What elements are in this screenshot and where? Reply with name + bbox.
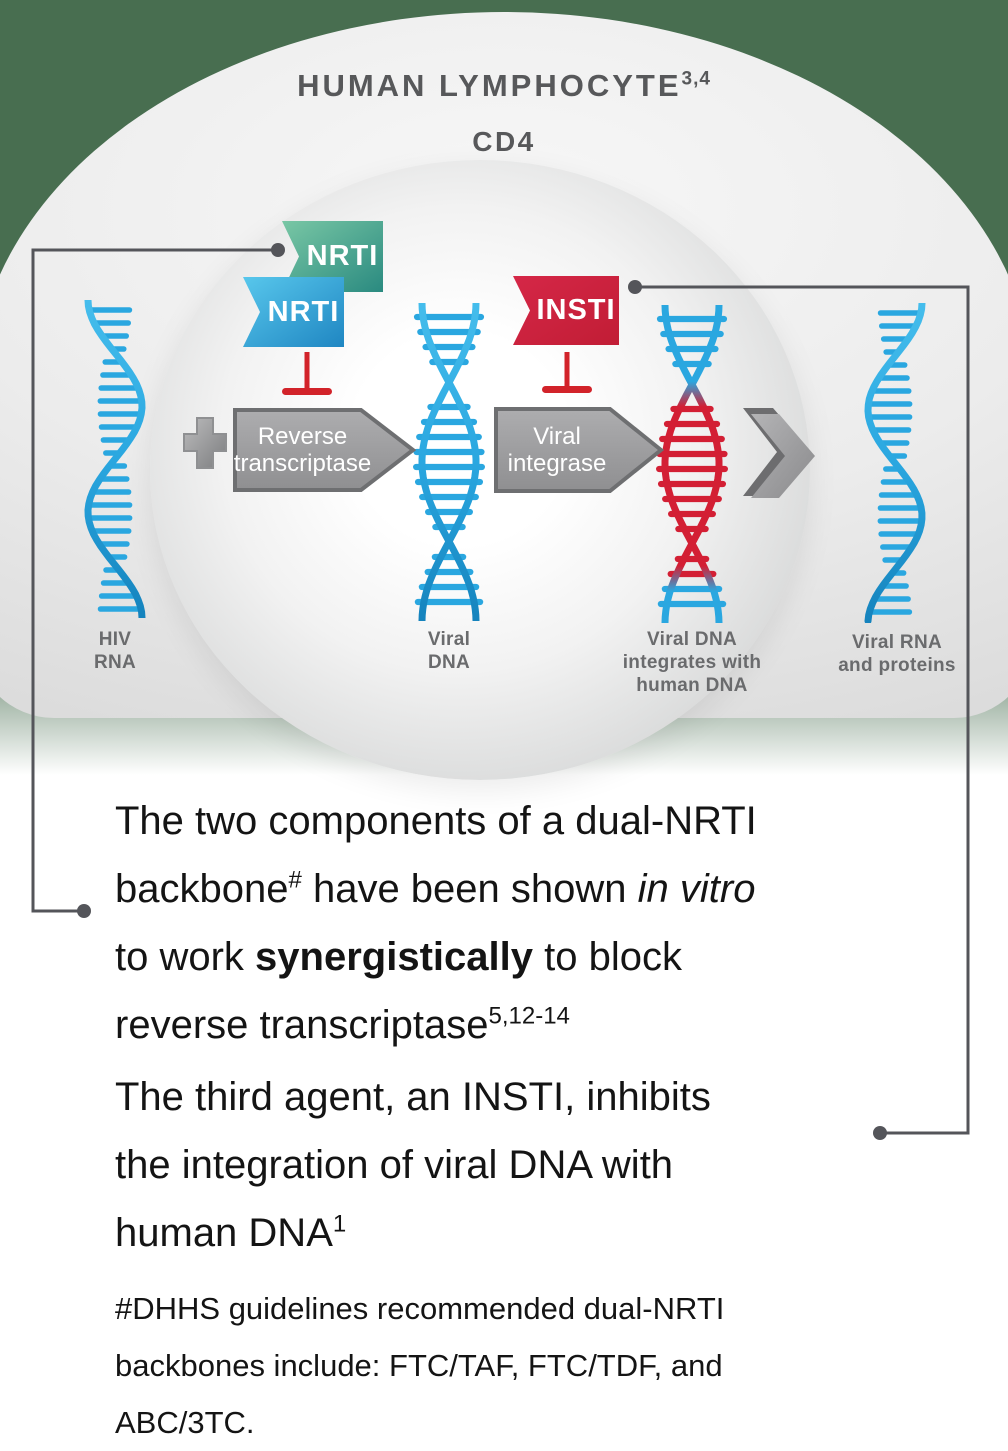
paragraph-dual-nrti: The two components of a dual-NRTI backbo… — [115, 799, 757, 1047]
viral-dna-label: Viral DNA — [427, 629, 471, 673]
integrated-dna-helix-icon — [656, 305, 728, 623]
hiv-rna-label: HIV RNA — [93, 629, 137, 673]
ribbon-shape — [243, 277, 344, 347]
ribbon-shape — [513, 276, 619, 345]
vi-arrow-line2: integrase — [507, 450, 607, 477]
viral-integrase-arrow: Viral integrase — [494, 407, 664, 493]
nrti-flag-front-label: NRTI — [267, 295, 340, 328]
cell-title-reference: 3,4 — [681, 68, 711, 90]
reverse-transcriptase-arrow: Reverse transcriptase — [233, 408, 416, 492]
paragraph-insti: The third agent, an INSTI, inhibits the … — [115, 1075, 711, 1255]
viral-rna-helix-icon — [864, 303, 926, 623]
inhibition-symbol-insti-icon — [542, 352, 592, 393]
vi-arrow-line1: Viral — [533, 423, 581, 450]
cell-title: HUMAN LYMPHOCYTE3,4 — [0, 68, 1008, 104]
insti-flag-label: INSTI — [536, 294, 616, 326]
cell-title-text: HUMAN LYMPHOCYTE — [297, 68, 682, 103]
chevron-right-icon — [743, 408, 815, 498]
nrti-flag-back: NRTI — [282, 221, 383, 292]
nrti-flag-back-label: NRTI — [306, 240, 379, 272]
ribbon-shape — [282, 221, 383, 292]
cd4-label: CD4 — [472, 126, 536, 157]
rt-arrow-line2: transcriptase — [233, 450, 372, 477]
insti-flag: INSTI — [513, 276, 619, 345]
inhibition-symbol-rt-icon — [282, 352, 332, 395]
nrti-callout-dot-bottom — [77, 904, 91, 918]
integrated-dna-label: Viral DNA integrates with human DNA — [622, 629, 762, 696]
nrti-flag-front: NRTI — [243, 277, 344, 347]
viral-rna-proteins-label: Viral RNA and proteins — [838, 632, 956, 676]
footnote-dhhs: #DHHS guidelines recommended dual-NRTI b… — [115, 1291, 725, 1440]
plus-icon — [183, 417, 227, 469]
hiv-rna-helix-icon — [84, 300, 146, 618]
rt-arrow-line1: Reverse — [257, 423, 348, 450]
viral-dna-helix-icon — [413, 303, 485, 621]
